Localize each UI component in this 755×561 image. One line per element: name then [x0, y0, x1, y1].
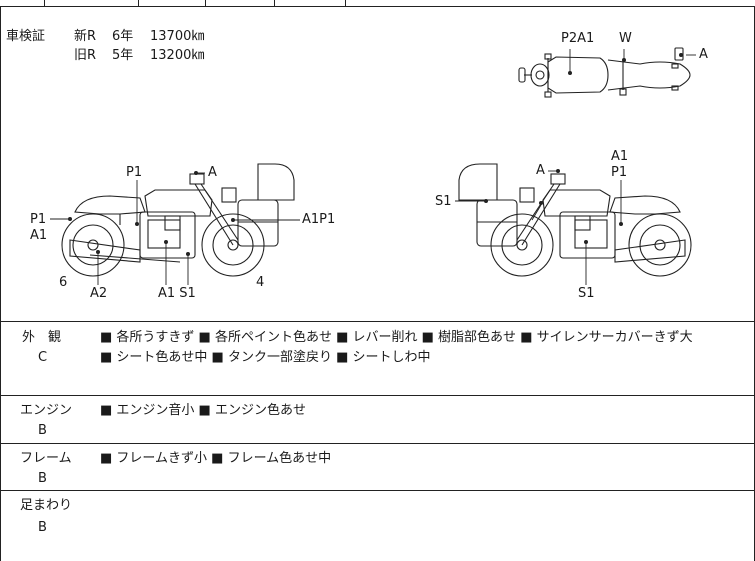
inspection-era-old: 旧R	[74, 48, 97, 63]
label-right-s1-bottom: S1	[578, 286, 595, 301]
label-left-a1p1: A1P1	[302, 212, 336, 227]
top-row-divider	[44, 0, 45, 6]
motorcycle-left-side-icon	[61, 163, 295, 277]
section-divider	[0, 395, 755, 396]
diagram-bottom-border	[0, 321, 755, 322]
inspection-years-new: 6年	[112, 29, 134, 44]
top-row-divider	[205, 0, 206, 6]
inspection-years-old: 5年	[112, 48, 134, 63]
label-left-p1: P1	[126, 165, 143, 180]
motorcycle-top-view-icon	[518, 47, 691, 98]
label-left-4: 4	[256, 275, 265, 290]
section-exterior-grade: C	[38, 350, 48, 365]
frame-left-border	[0, 6, 1, 561]
section-exterior-title: 外 観	[22, 330, 62, 345]
motorcycle-right-side-icon	[458, 163, 692, 277]
inspection-label: 車検証	[6, 29, 46, 44]
section-suspension-grade: B	[38, 520, 47, 535]
section-frame-grade: B	[38, 471, 47, 486]
section-divider	[0, 443, 755, 444]
label-top-p2a1: P2A1	[561, 31, 595, 46]
inspection-km-old: 13200㎞	[150, 48, 205, 63]
label-left-6: 6	[59, 275, 68, 290]
label-right-a1: A1	[611, 149, 629, 164]
section-engine-title: エンジン	[20, 403, 73, 418]
section-engine-items-line1: ■ エンジン音小 ■ エンジン色あせ	[100, 403, 306, 418]
section-frame-items-line1: ■ フレームきず小 ■ フレーム色あせ中	[100, 451, 332, 466]
label-left-a: A	[208, 165, 217, 180]
inspection-km-new: 13700㎞	[150, 29, 205, 44]
top-row-divider	[138, 0, 139, 6]
inspection-era-new: 新R	[74, 29, 97, 44]
section-divider	[0, 490, 755, 491]
section-exterior-items-line1: ■ 各所うすきず ■ 各所ペイント色あせ ■ レバー削れ ■ 樹脂部色あせ ■ …	[100, 330, 693, 345]
label-left-a1s1: A1 S1	[158, 286, 196, 301]
section-frame-title: フレーム	[20, 451, 72, 466]
top-row-divider	[274, 0, 275, 6]
section-exterior-items-line2: ■ シート色あせ中 ■ タンク一部塗戻り ■ シートしわ中	[100, 350, 431, 365]
label-left-p1-rear: P1	[30, 212, 47, 227]
label-top-a: A	[699, 47, 708, 62]
motorcycle-damage-diagram	[50, 47, 696, 285]
section-engine-grade: B	[38, 423, 47, 438]
label-left-a2: A2	[90, 286, 108, 301]
top-row-bottom-border	[0, 6, 755, 7]
label-top-w: W	[619, 31, 632, 46]
label-left-a1-rear: A1	[30, 228, 48, 243]
label-right-s1-left: S1	[435, 194, 452, 209]
top-row-divider	[345, 0, 346, 6]
label-right-p1: P1	[611, 165, 628, 180]
label-right-a: A	[536, 163, 545, 178]
section-suspension-title: 足まわり	[20, 498, 73, 513]
